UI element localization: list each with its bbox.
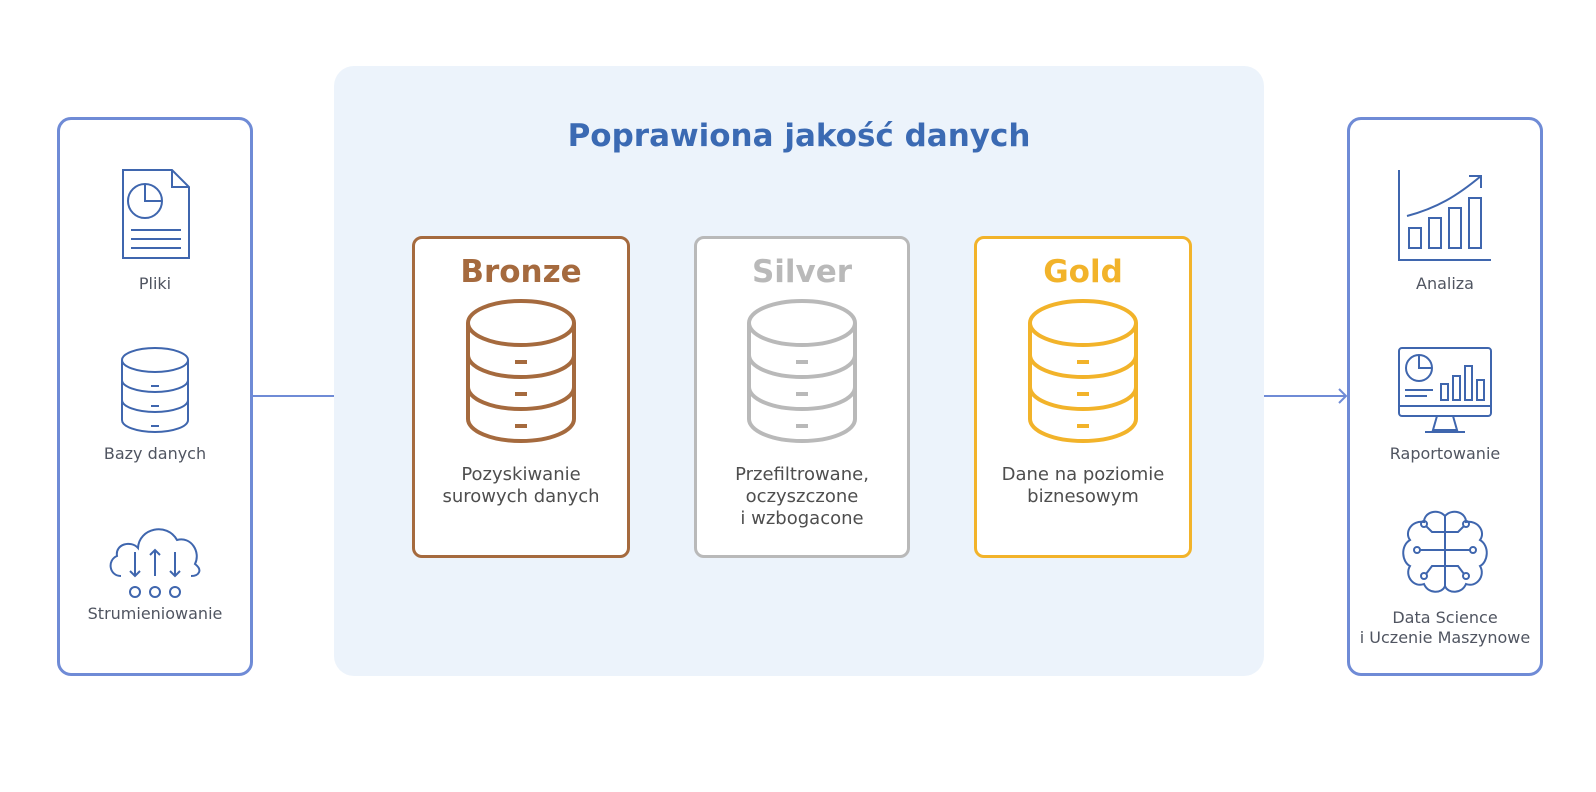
output-data-science-label-line: Data Science: [1392, 608, 1498, 627]
tier-bronze-description: Pozyskiwanie surowych danych: [415, 464, 627, 508]
database-icon: [1028, 299, 1138, 443]
tier-silver-description: Przefiltrowane, oczyszczone i wzbogacone: [697, 464, 907, 530]
source-files-label: Pliki: [138, 274, 172, 293]
growth-chart-icon: [1398, 170, 1491, 261]
output-analysis-label: Analiza: [1416, 274, 1474, 293]
source-databases: Bazy danych: [60, 346, 250, 464]
source-streaming-label: Strumieniowanie: [87, 604, 223, 623]
tier-silver-desc-line: i wzbogacone: [740, 508, 864, 529]
sources-panel: [57, 117, 253, 676]
tier-silver-desc-line: oczyszczone: [745, 486, 859, 507]
source-files: Pliki: [60, 168, 250, 294]
output-data-science: Data Science i Uczenie Maszynowe: [1350, 510, 1540, 648]
monitor-report-icon: [1398, 347, 1492, 433]
tier-bronze-title: Bronze: [460, 254, 582, 290]
tier-gold-description: Dane na poziomie biznesowym: [977, 464, 1189, 508]
tier-bronze-desc-line: Pozyskiwanie: [461, 464, 581, 485]
output-reporting-label: Raportowanie: [1389, 444, 1501, 463]
output-data-science-label-line: i Uczenie Maszynowe: [1359, 628, 1531, 647]
tier-bronze: Bronze Pozyskiwanie surowych danych: [412, 236, 630, 558]
file-chart-icon: [122, 169, 190, 259]
tier-gold: Gold Dane na poziomie biznesowym: [974, 236, 1192, 558]
tier-bronze-desc-line: surowych danych: [442, 486, 600, 507]
database-icon: [466, 299, 576, 443]
database-icon: [121, 347, 189, 433]
tier-gold-desc-line: biznesowym: [1027, 486, 1139, 507]
source-databases-label: Bazy danych: [103, 444, 207, 463]
source-streaming: Strumieniowanie: [60, 518, 250, 624]
tier-gold-desc-line: Dane na poziomie: [1001, 464, 1165, 485]
tier-silver-desc-line: Przefiltrowane,: [735, 464, 869, 485]
tier-silver: Silver Przefiltrowane, oczyszczone i wzb…: [694, 236, 910, 558]
tier-silver-title: Silver: [751, 254, 853, 290]
center-title: Poprawiona jakość danych: [567, 118, 1031, 154]
database-icon: [747, 299, 857, 443]
tier-gold-title: Gold: [1043, 254, 1123, 290]
output-data-science-label: Data Science i Uczenie Maszynowe: [1350, 608, 1540, 648]
output-reporting: Raportowanie: [1350, 346, 1540, 464]
output-analysis: Analiza: [1350, 168, 1540, 294]
cloud-stream-icon: [109, 528, 201, 598]
brain-circuit-icon: [1402, 510, 1488, 593]
